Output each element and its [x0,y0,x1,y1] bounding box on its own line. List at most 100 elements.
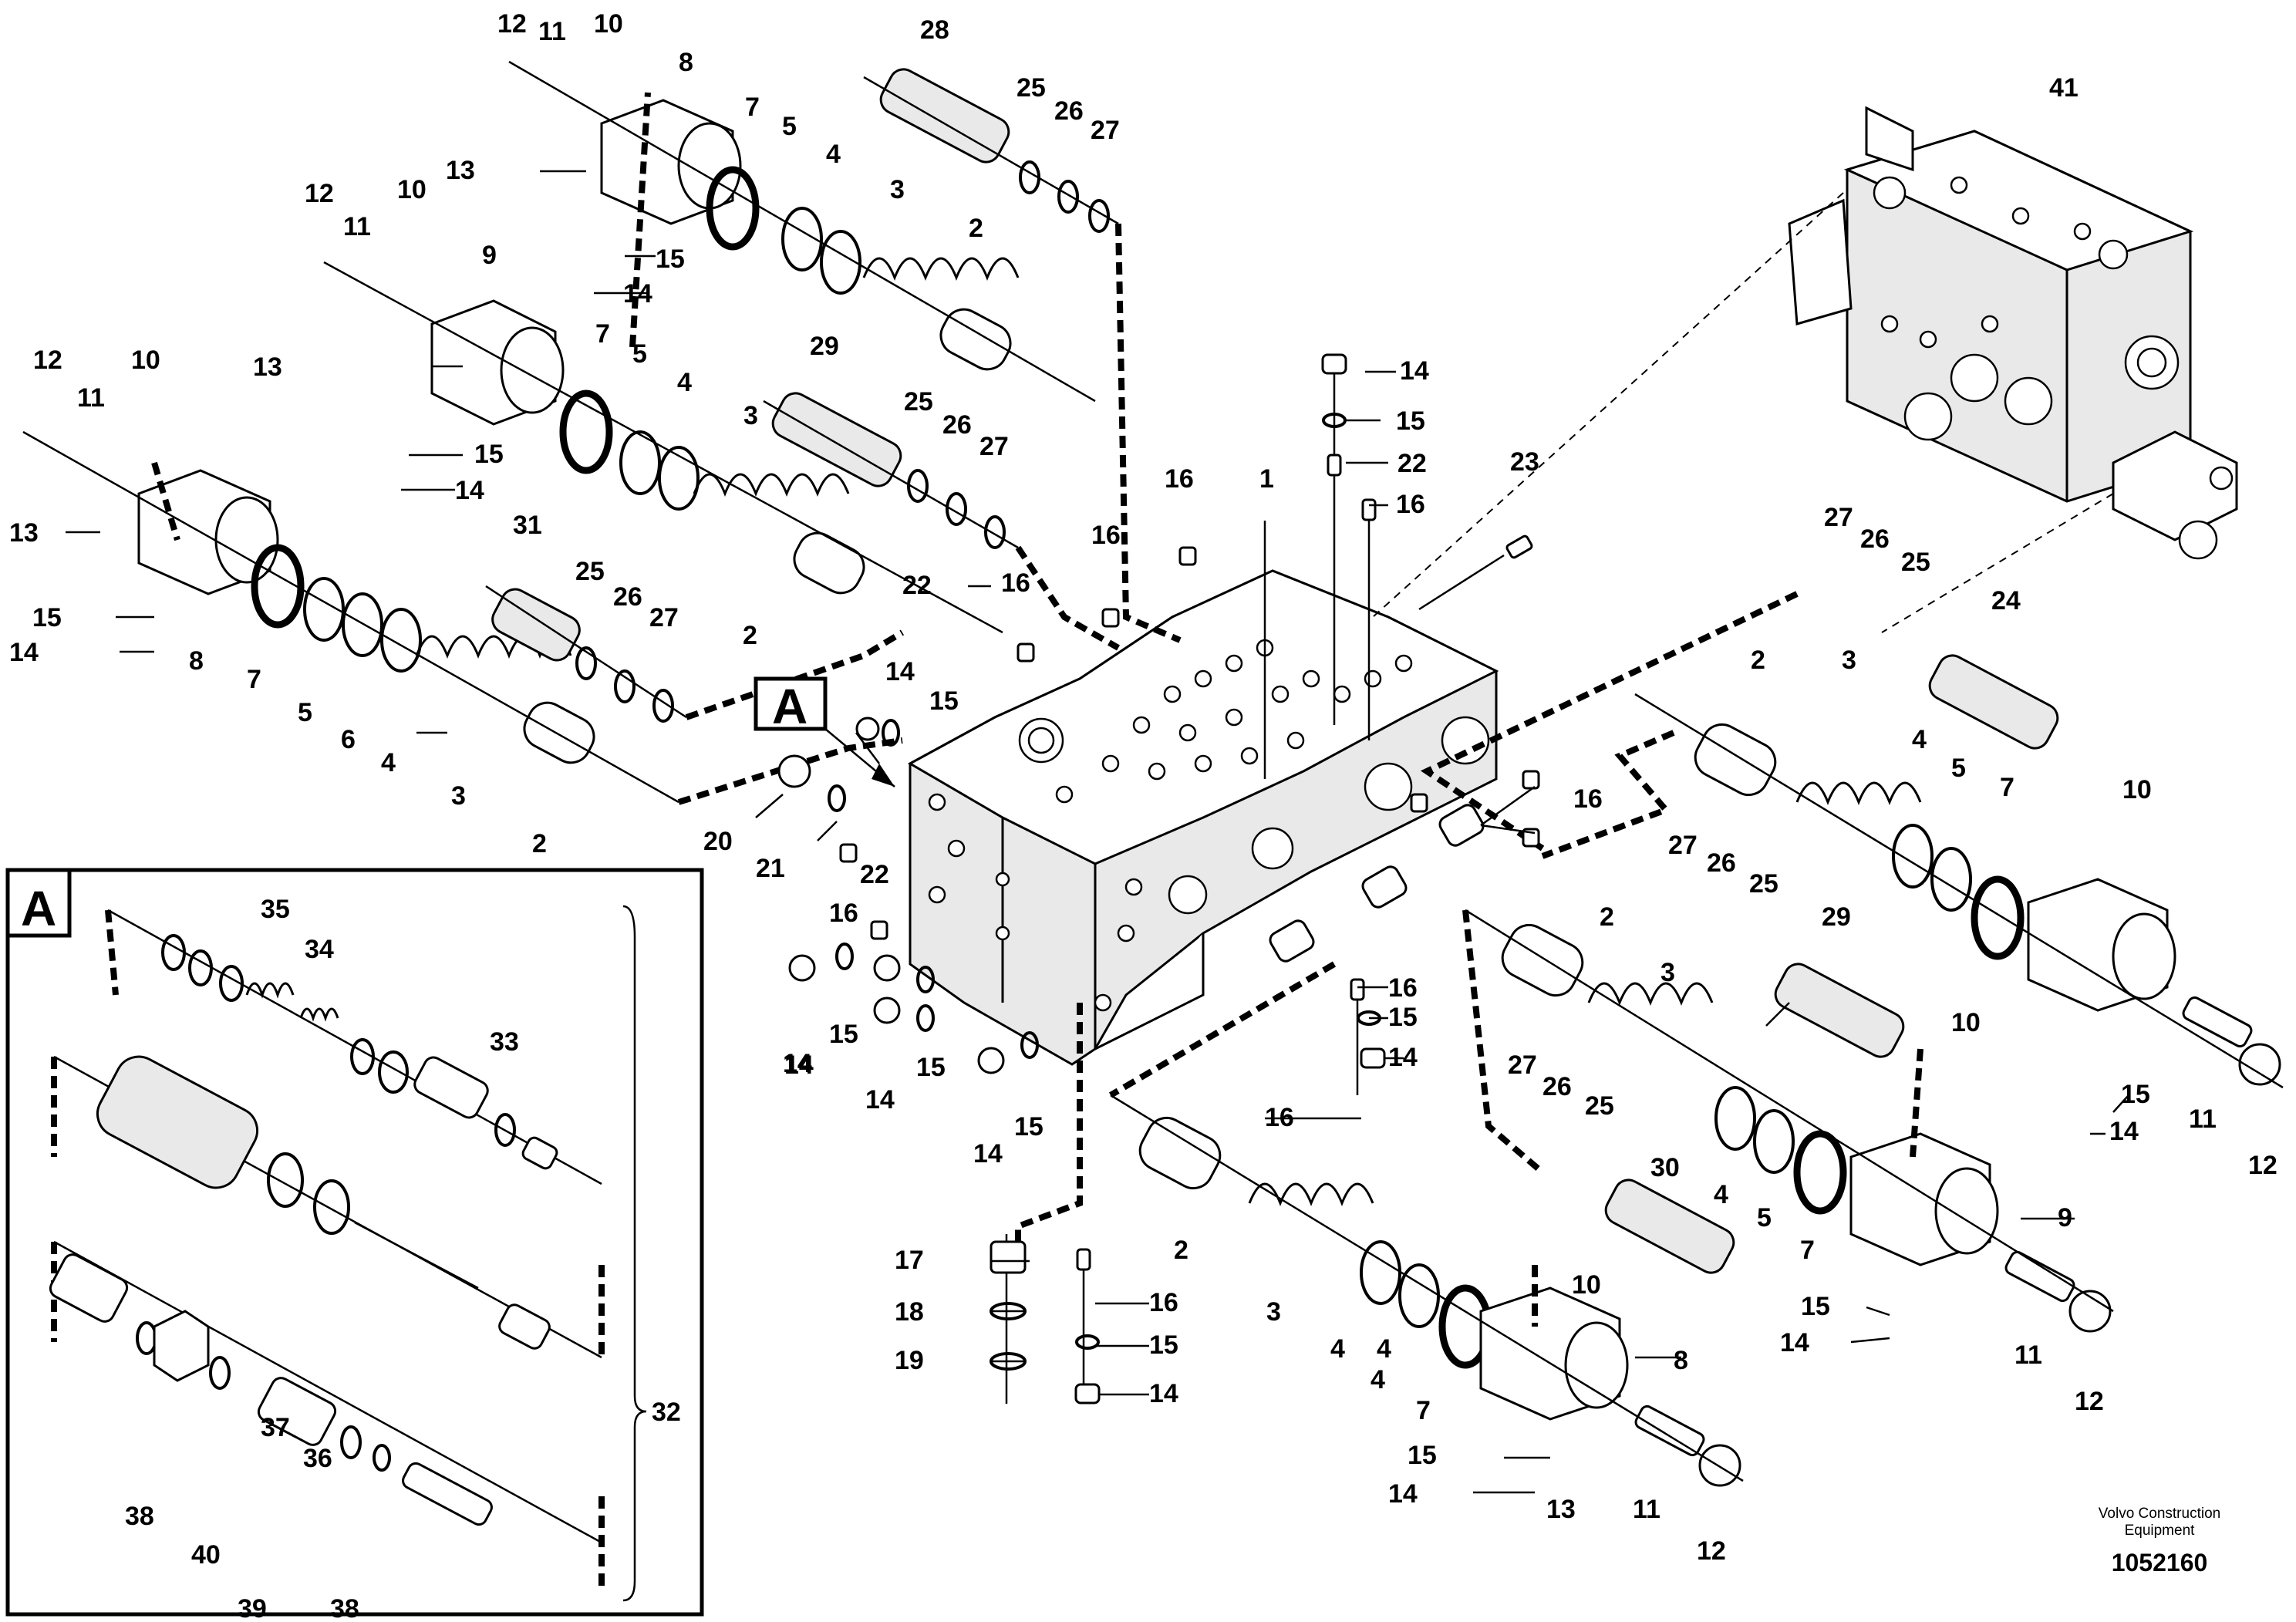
callout-27: 27 [1668,831,1698,860]
callout-14: 14 [2109,1117,2139,1146]
callout-29: 29 [810,332,839,361]
callout-15: 15 [1801,1292,1830,1321]
callout-5: 5 [1757,1203,1772,1233]
callout-11: 11 [1633,1495,1660,1524]
callout-4: 4 [1912,725,1927,754]
callout-14: 14 [1388,1043,1418,1072]
callout-27: 27 [1091,116,1120,145]
callout-25: 25 [1749,869,1778,899]
callout-2: 2 [1600,902,1614,932]
callout-3: 3 [451,781,466,811]
callout-16: 16 [1165,464,1194,494]
callout-17: 17 [895,1246,924,1275]
callout-38: 38 [125,1502,154,1531]
callout-15: 15 [829,1020,858,1049]
title-block: Volvo Construction Equipment 1052160 [2099,1506,2220,1576]
callout-11: 11 [2189,1104,2217,1134]
callout-3: 3 [890,175,905,204]
callout-28: 28 [920,15,949,45]
callout-15: 15 [929,686,959,716]
callout-2: 2 [969,214,983,243]
reference-line [1881,493,2114,633]
callout-5: 5 [1951,754,1966,783]
callout-25: 25 [1901,548,1930,577]
callout-15: 15 [1014,1112,1043,1141]
callout-2: 2 [1751,646,1765,675]
relief-valves-upper [485,68,1119,723]
spool-group-upper [22,60,1096,804]
detail-marker [754,676,895,787]
callout-7: 7 [1800,1236,1815,1265]
callout-5: 5 [298,698,312,727]
callout-7: 7 [745,93,760,122]
callout-10: 10 [397,175,426,204]
callout-14: 14 [1149,1379,1178,1408]
main-valve-block [907,569,1499,1066]
callout-14: 14 [865,1085,895,1114]
callout-12: 12 [497,9,527,39]
callout-25: 25 [1017,73,1046,103]
callout-24: 24 [1991,586,2021,615]
callout-8: 8 [1674,1346,1688,1375]
callout-15: 15 [2121,1080,2150,1109]
callout-39: 39 [238,1594,267,1622]
callout-4: 4 [1714,1180,1728,1209]
callout-21: 21 [756,854,785,883]
callout-14: 14 [455,476,484,505]
callout-20: 20 [703,827,733,856]
callout-41: 41 [2049,73,2079,103]
callout-7: 7 [1416,1396,1431,1425]
callout-labels: A A 1 2 2 2 2 2 2 3 3 3 3 3 3 4 4 4 4 4 … [9,9,2277,1622]
detail-inset-a [5,731,704,1617]
callout-12: 12 [2075,1387,2104,1416]
callout-15: 15 [32,603,62,632]
callout-40: 40 [191,1540,221,1570]
callout-33: 33 [490,1027,519,1057]
callout-16: 16 [1396,490,1425,519]
callout-12: 12 [305,179,334,208]
callout-7: 7 [2000,773,2014,802]
callout-4: 4 [1371,1365,1385,1394]
callout-16: 16 [1091,521,1121,550]
callout-15: 15 [656,244,685,274]
callout-14: 14 [1400,356,1429,386]
callout-11: 11 [77,383,105,413]
callout-10: 10 [131,346,160,375]
callout-30: 30 [1650,1153,1680,1182]
callout-13: 13 [9,518,39,548]
callout-27: 27 [649,603,679,632]
callout-16: 16 [1573,784,1603,814]
callout-12: 12 [33,346,62,375]
callout-12: 12 [2248,1151,2277,1180]
callout-10: 10 [1951,1008,1981,1037]
callout-9: 9 [2058,1203,2072,1233]
callout-22: 22 [860,860,889,889]
valve-assembly-41 [1788,106,2238,560]
callout-13: 13 [253,352,282,382]
detail-marker-label: A [772,679,807,734]
callout-3: 3 [743,401,758,430]
callout-15: 15 [474,440,504,469]
callout-5: 5 [782,112,797,141]
callout-26: 26 [942,410,972,440]
callout-15: 15 [1396,406,1425,436]
detail-inset-title: A [21,881,56,936]
callout-26: 26 [1860,524,1890,554]
callout-2: 2 [1174,1236,1188,1265]
callout-13: 13 [446,156,475,185]
callout-16: 16 [1149,1288,1178,1317]
callout-25: 25 [904,387,933,416]
callout-15: 15 [1388,1003,1418,1032]
callout-3: 3 [1266,1297,1281,1327]
callout-3: 3 [1660,958,1675,987]
callout-27: 27 [979,432,1009,461]
callout-26: 26 [613,582,642,612]
spool-group-right [1110,654,2284,1487]
callout-26: 26 [1707,848,1736,878]
leader-lines [66,170,2129,1494]
callout-10: 10 [2122,775,2152,804]
callout-4: 4 [826,140,841,169]
callout-4: 4 [1330,1334,1345,1364]
callout-37: 37 [261,1413,290,1442]
